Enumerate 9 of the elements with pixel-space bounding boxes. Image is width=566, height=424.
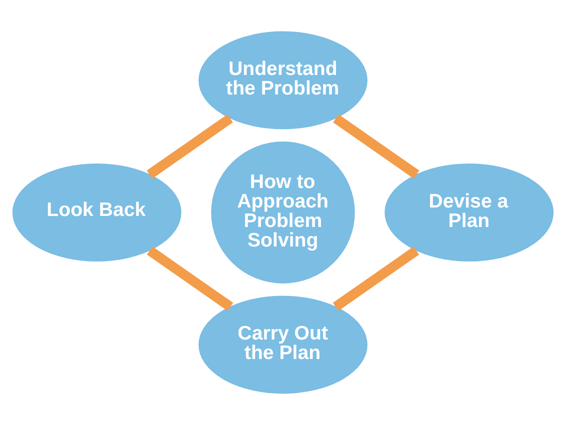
connector [333,114,420,178]
node-ellipse: Carry Out the Plan [198,295,368,394]
connector [146,114,233,178]
connector [146,246,234,310]
node-ellipse: Look Back [12,163,182,261]
connector [332,246,420,310]
node-ellipse: Understand the Problem [198,30,368,129]
node-circle: How to Approach Problem Solving [211,140,355,284]
node-ellipse: Devise a Plan [384,163,554,261]
